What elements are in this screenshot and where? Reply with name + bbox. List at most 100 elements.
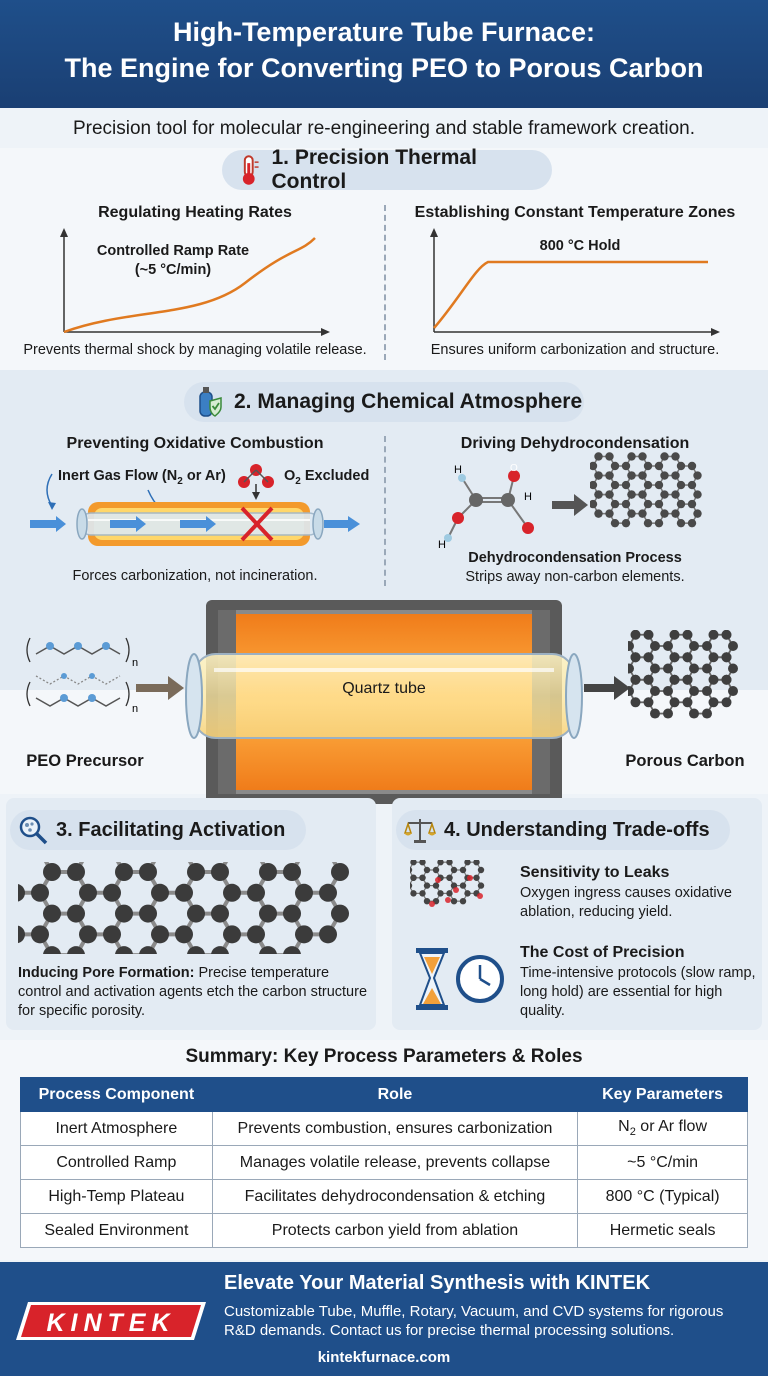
lattice-atom (689, 686, 699, 697)
lattice-atom (708, 697, 719, 708)
lattice-atom (259, 904, 277, 923)
lattice-atom (410, 874, 417, 881)
hourglass-clock-icon (416, 948, 504, 1010)
lattice-atom (687, 480, 697, 490)
lattice-atom (295, 883, 313, 902)
lattice-atom (682, 630, 693, 640)
header-banner (0, 0, 768, 108)
lattice-atom (247, 925, 265, 944)
table-row: Inert Atmosphere Prevents combustion, en… (20, 1111, 748, 1146)
lattice-atom (419, 860, 426, 866)
lattice-atom (43, 946, 61, 954)
lattice-atom (721, 630, 732, 640)
lattice-atom (721, 652, 732, 663)
lattice-atom (627, 452, 636, 461)
lattice-atom (721, 697, 732, 708)
lattice-atom (43, 904, 61, 923)
lattice-atom (590, 499, 598, 509)
lattice-atom (410, 866, 413, 874)
lattice-atom (432, 882, 440, 889)
lattice-atom (663, 663, 673, 674)
lattice-atom (638, 490, 647, 499)
lattice-atom (643, 480, 653, 490)
peo-precursor-chains: n n (26, 637, 138, 715)
lattice-atom (594, 490, 603, 499)
lattice-atom (223, 925, 241, 944)
lattice-atom (663, 686, 673, 697)
balance-scale-icon (404, 819, 436, 843)
lattice-atom (473, 874, 480, 881)
lattice-atom (175, 925, 193, 944)
lattice-atom (139, 946, 157, 954)
lattice-atom (708, 652, 719, 663)
lattice-atom (43, 863, 61, 881)
lattice-atom (419, 890, 426, 897)
lattice-atom (31, 883, 49, 902)
section1-title-pill: 1. Precision Thermal Control (222, 146, 552, 193)
lattice-atom (643, 674, 654, 685)
hold-curve (433, 260, 708, 329)
lattice-atom (115, 904, 133, 923)
magnifier-icon (19, 816, 48, 845)
lattice-atom (410, 860, 417, 866)
lattice-atom (419, 874, 426, 881)
kintek-logo[interactable]: KINTEK (16, 1300, 206, 1342)
lattice-atom (610, 518, 620, 528)
title-line-2: The Engine for Converting PEO to Porous … (64, 53, 704, 83)
lattice-atom (682, 674, 693, 685)
lattice-atom (660, 471, 669, 480)
summary-table-header: Process Component Role Key Parameters (20, 1077, 748, 1112)
footer-headline: Elevate Your Material Synthesis with KIN… (224, 1272, 651, 1294)
lattice-atom (689, 663, 699, 674)
lattice-atom (446, 890, 453, 897)
lattice-atom (67, 863, 85, 881)
lattice-atom (31, 925, 49, 944)
lattice-atom (477, 866, 485, 874)
lattice-atom (702, 686, 712, 697)
lattice-atom (410, 882, 413, 889)
lattice-atom (459, 882, 467, 889)
lattice-atom (638, 452, 647, 461)
lattice-atom (621, 461, 631, 471)
lattice-atom (650, 663, 660, 674)
lattice-atom (223, 883, 241, 902)
inert-gas-label: Inert Gas Flow (N2 or Ar) (58, 468, 226, 487)
svg-text:O: O (510, 463, 518, 474)
lattice-atom (650, 641, 660, 651)
lattice-atom (605, 452, 614, 461)
lattice-atom (450, 897, 458, 905)
lattice-atom (283, 904, 301, 923)
lattice-atom (630, 630, 641, 640)
lattice-atom (151, 883, 169, 902)
lattice-atom (459, 897, 467, 905)
lattice-atom (115, 946, 133, 954)
lattice-atom (67, 946, 85, 954)
lattice-atom (643, 461, 653, 471)
section2-right-heading: Driving Dehydrocondensation (460, 435, 690, 452)
table-row: High-Temp Plateau Facilitates dehydrocon… (20, 1179, 748, 1214)
lattice-atom (643, 518, 653, 528)
lattice-atom (687, 518, 697, 528)
constant-temperature-graph (430, 228, 720, 336)
leak-damage-icon (410, 860, 485, 907)
lattice-atom (590, 480, 598, 490)
lattice-atom (594, 452, 603, 461)
lattice-atom (605, 509, 614, 518)
section1-left-heading: Regulating Heating Rates (98, 204, 292, 221)
svg-text:H: H (438, 539, 446, 550)
footer-url-link[interactable]: kintekfurnace.com (317, 1349, 451, 1366)
lattice-atom (79, 883, 97, 902)
tube-furnace-illustration (185, 600, 583, 804)
lattice-atom (669, 674, 680, 685)
lattice-atom (331, 863, 349, 881)
lattice-atom (605, 490, 614, 499)
lattice-atom (689, 708, 699, 719)
tradeoff1-text: Oxygen ingress causes oxidative ablation… (520, 885, 732, 920)
section1-left-caption: Prevents thermal shock by managing volat… (23, 342, 367, 358)
lattice-atom (283, 863, 301, 881)
lattice-atom (682, 652, 693, 663)
svg-text:n: n (132, 703, 138, 715)
lattice-atom (18, 884, 25, 902)
lattice-atom (437, 890, 444, 897)
lattice-atom (446, 874, 453, 881)
